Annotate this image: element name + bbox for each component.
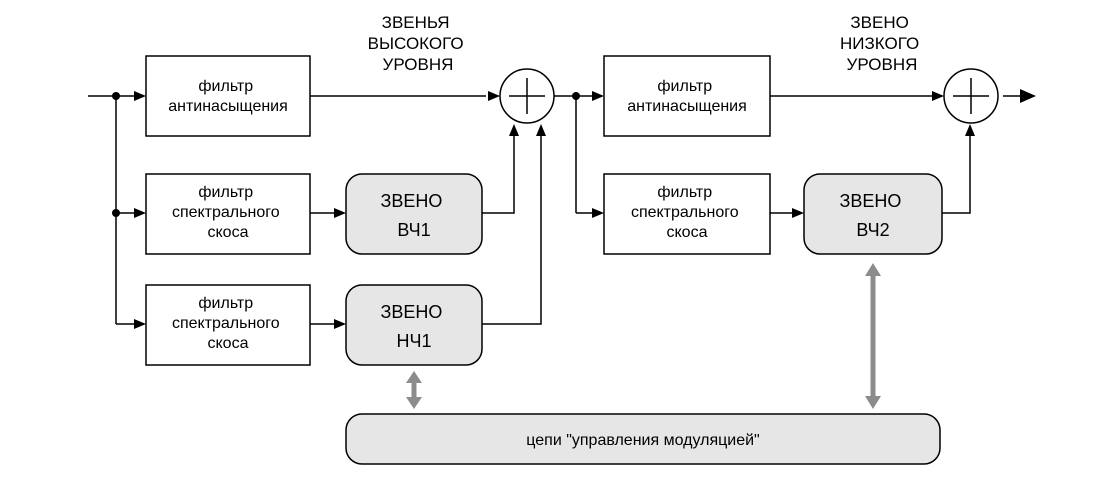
svg-text:фильтр спектрального: фильтр спектрального скоса — [172, 295, 284, 352]
high-level-caption: ЗВЕНЬЯ ВЫСОКОГО УРОВНЯ — [368, 13, 469, 74]
arrowheads — [134, 89, 1036, 329]
hf2-link-block: ЗВЕНО ВЧ2 — [803, 173, 943, 255]
svg-text:фильтр антинасыщения: фильтр антинасыщения — [627, 78, 747, 115]
svg-text:ЗВЕНО НЧ1: ЗВЕНО НЧ1 — [381, 302, 448, 351]
junction-dot — [112, 209, 120, 217]
svg-text:фильтр антинасыщения: фильтр антинасыщения — [168, 78, 288, 115]
anti-saturation-filter-2: фильтр антинасыщения — [603, 55, 771, 137]
modulation-control-block: цепи "управления модуляцией" — [345, 413, 941, 465]
junction-dot — [112, 92, 120, 100]
hf1-link-block: ЗВЕНО ВЧ1 — [345, 173, 483, 255]
svg-text:цепи "управления модуляцией": цепи "управления модуляцией" — [526, 432, 759, 449]
anti-saturation-filter-1: фильтр антинасыщения — [145, 55, 311, 137]
spectral-tilt-filter-2: фильтр спектрального скоса — [145, 284, 311, 366]
svg-text:ЗВЕНО ВЧ2: ЗВЕНО ВЧ2 — [840, 191, 907, 240]
svg-text:ЗВЕНО ВЧ1: ЗВЕНО ВЧ1 — [381, 191, 448, 240]
low-level-caption: ЗВЕНО НИЗКОГО УРОВНЯ — [840, 13, 924, 74]
junction-dot — [572, 92, 580, 100]
connections-stage-2 — [575, 95, 1022, 214]
summer-2 — [943, 68, 999, 124]
spectral-tilt-filter-3: фильтр спектрального скоса — [603, 173, 771, 255]
control-arrow-lf1 — [406, 371, 422, 409]
svg-text:фильтр спектрального: фильтр спектрального скоса — [631, 184, 743, 241]
lf1-link-block: ЗВЕНО НЧ1 — [345, 284, 483, 366]
summer-1 — [499, 68, 555, 124]
control-arrow-hf2 — [865, 263, 881, 409]
spectral-tilt-filter-1: фильтр спектрального скоса — [145, 173, 311, 255]
svg-text:фильтр спектрального: фильтр спектрального скоса — [172, 184, 284, 241]
connections-stage-1 — [88, 95, 596, 325]
